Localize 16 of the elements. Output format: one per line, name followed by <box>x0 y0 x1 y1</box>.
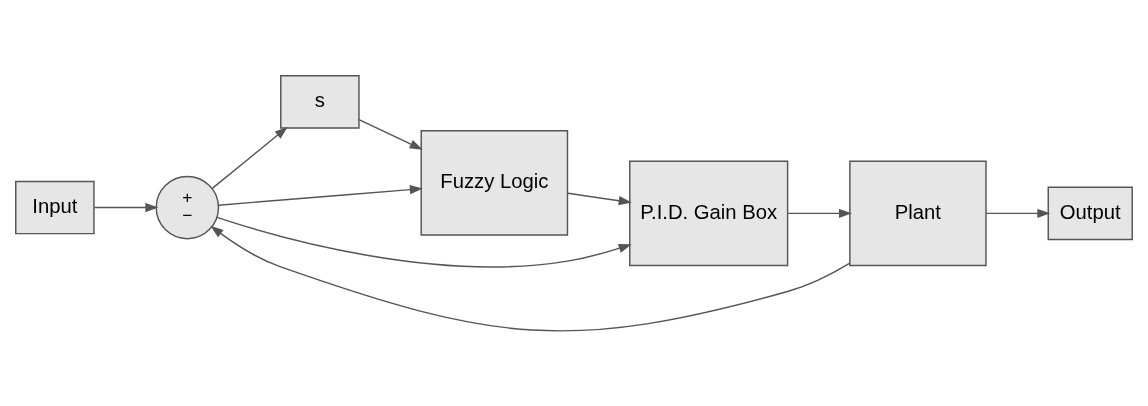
node-circle: + − <box>155 175 220 239</box>
node-box: Fuzzy Logic <box>420 129 569 236</box>
arrow <box>358 118 423 150</box>
node-box: Output <box>1047 186 1133 240</box>
arrow <box>787 208 852 218</box>
node-box: s <box>280 74 360 129</box>
arrow <box>985 208 1051 218</box>
arrow <box>210 225 851 332</box>
arrow <box>216 216 632 268</box>
node-box: Plant <box>849 160 987 266</box>
node-box: Input <box>15 180 95 234</box>
node-box: P.I.D. Gain Box <box>629 160 789 266</box>
arrow <box>93 202 159 212</box>
arrow <box>217 184 423 206</box>
arrow <box>567 192 632 205</box>
arrow <box>211 126 288 189</box>
